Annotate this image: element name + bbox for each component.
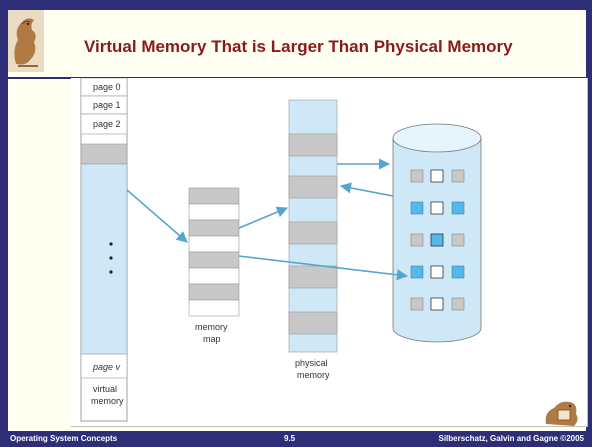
memory-map-label: memory [195, 322, 228, 332]
virtual-page-2-cell [80, 113, 128, 135]
physical-memory-label: physical [295, 358, 328, 368]
diagram-canvas: page 0 page 1 page 2 page v virtual memo… [80, 77, 482, 422]
top-frame-bar [0, 0, 592, 10]
virtual-page-label: page 2 [93, 119, 121, 129]
disk-block [430, 201, 444, 215]
mapping-arrows [126, 158, 409, 281]
disk-block [451, 201, 465, 215]
disk-block [451, 169, 465, 183]
memory-map: memory map [188, 187, 240, 344]
footer-course-title: Operating System Concepts [10, 434, 118, 443]
left-frame-bar [0, 0, 8, 447]
disk-block [451, 265, 465, 279]
memory-map-cell [188, 283, 240, 301]
slide-title: Virtual Memory That is Larger Than Physi… [84, 37, 513, 56]
bottom-frame-bar [0, 431, 592, 447]
dinosaur-reading-icon [545, 401, 578, 426]
memory-map-cell [188, 187, 240, 205]
arrow-map-to-disk [238, 255, 409, 281]
disk-block [430, 233, 444, 247]
disk-block [430, 169, 444, 183]
physical-frame-gray [288, 265, 338, 289]
memory-map-cell [188, 267, 240, 285]
disk-top [392, 123, 482, 153]
disk-block [430, 265, 444, 279]
dinosaur-logo-icon [8, 10, 44, 72]
virtual-memory-column: page 0 page 1 page 2 page v virtual memo… [80, 77, 128, 422]
virtual-blue-region [80, 163, 128, 355]
memory-map-cell [188, 219, 240, 237]
virtual-memory-diagram: page 0 page 1 page 2 page v virtual memo… [71, 77, 588, 427]
disk-block [410, 265, 424, 279]
disk-block [410, 297, 424, 311]
arrow-map-to-physical [238, 206, 289, 229]
disk-block [410, 233, 424, 247]
virtual-last-page-label: page v [92, 362, 121, 372]
disk-backing-store [392, 123, 482, 343]
arrow-virtual-to-map [126, 189, 188, 243]
physical-frame-gray [288, 221, 338, 245]
footer-authors: Silberschatz, Galvin and Gagne ©2005 [438, 434, 584, 443]
physical-frame-gray [288, 175, 338, 199]
memory-map-cell [188, 299, 240, 317]
arrow-disk-to-physical [339, 182, 394, 197]
disk-block [430, 297, 444, 311]
ellipsis-dot [109, 256, 113, 260]
virtual-memory-label: memory [91, 396, 124, 406]
footer-slide-number: 9.5 [284, 434, 296, 443]
physical-frame-gray [288, 311, 338, 335]
virtual-page-label: page 1 [93, 100, 121, 110]
disk-block [410, 201, 424, 215]
virtual-page-label: page 0 [93, 82, 121, 92]
memory-map-cell [188, 235, 240, 253]
memory-map-label: map [203, 334, 221, 344]
memory-map-cell [188, 251, 240, 269]
ellipsis-dot [109, 270, 113, 274]
disk-block [451, 233, 465, 247]
physical-memory-label: memory [297, 370, 330, 380]
right-frame-bar [586, 0, 592, 447]
physical-memory: physical memory [288, 99, 338, 380]
memory-map-cell [188, 203, 240, 221]
physical-frame-gray [288, 133, 338, 157]
disk-block [451, 297, 465, 311]
virtual-gray-page [80, 143, 128, 165]
virtual-memory-label: virtual [93, 384, 117, 394]
virtual-page-v-cell [80, 353, 128, 379]
disk-block [410, 169, 424, 183]
ellipsis-dot [109, 242, 113, 246]
